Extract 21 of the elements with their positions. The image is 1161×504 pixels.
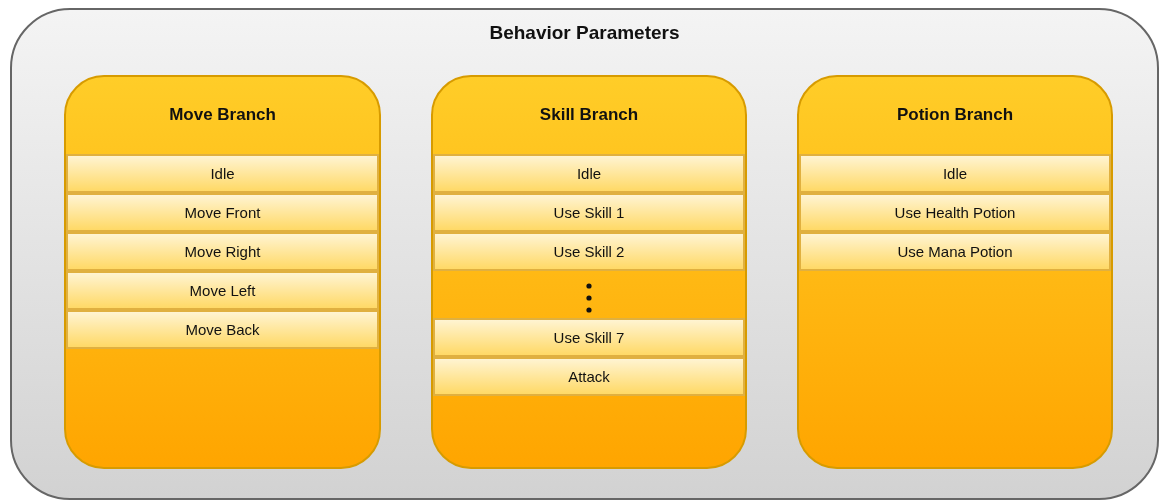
list-row: Idle <box>799 154 1111 193</box>
list-row: Move Back <box>66 310 379 349</box>
panel-title: Behavior Parameters <box>488 22 681 44</box>
panel-title: Move Branch <box>168 105 277 125</box>
container-panel <box>10 8 1159 500</box>
list-row: Use Skill 1 <box>433 193 745 232</box>
list-row: Attack <box>433 357 745 396</box>
panel-title: Skill Branch <box>538 105 640 125</box>
list-row: Move Front <box>66 193 379 232</box>
list-row: Idle <box>433 154 745 193</box>
list-row: Use Skill 2 <box>433 232 745 271</box>
list-row: Move Left <box>66 271 379 310</box>
list-row: Move Right <box>66 232 379 271</box>
group-panel <box>64 75 381 469</box>
group-panel <box>431 75 747 469</box>
list-row: Idle <box>66 154 379 193</box>
group-panel <box>797 75 1113 469</box>
list-row: Use Mana Potion <box>799 232 1111 271</box>
panel-title: Potion Branch <box>895 105 1015 125</box>
list-row: Use Skill 7 <box>433 318 745 357</box>
list-row: Use Health Potion <box>799 193 1111 232</box>
